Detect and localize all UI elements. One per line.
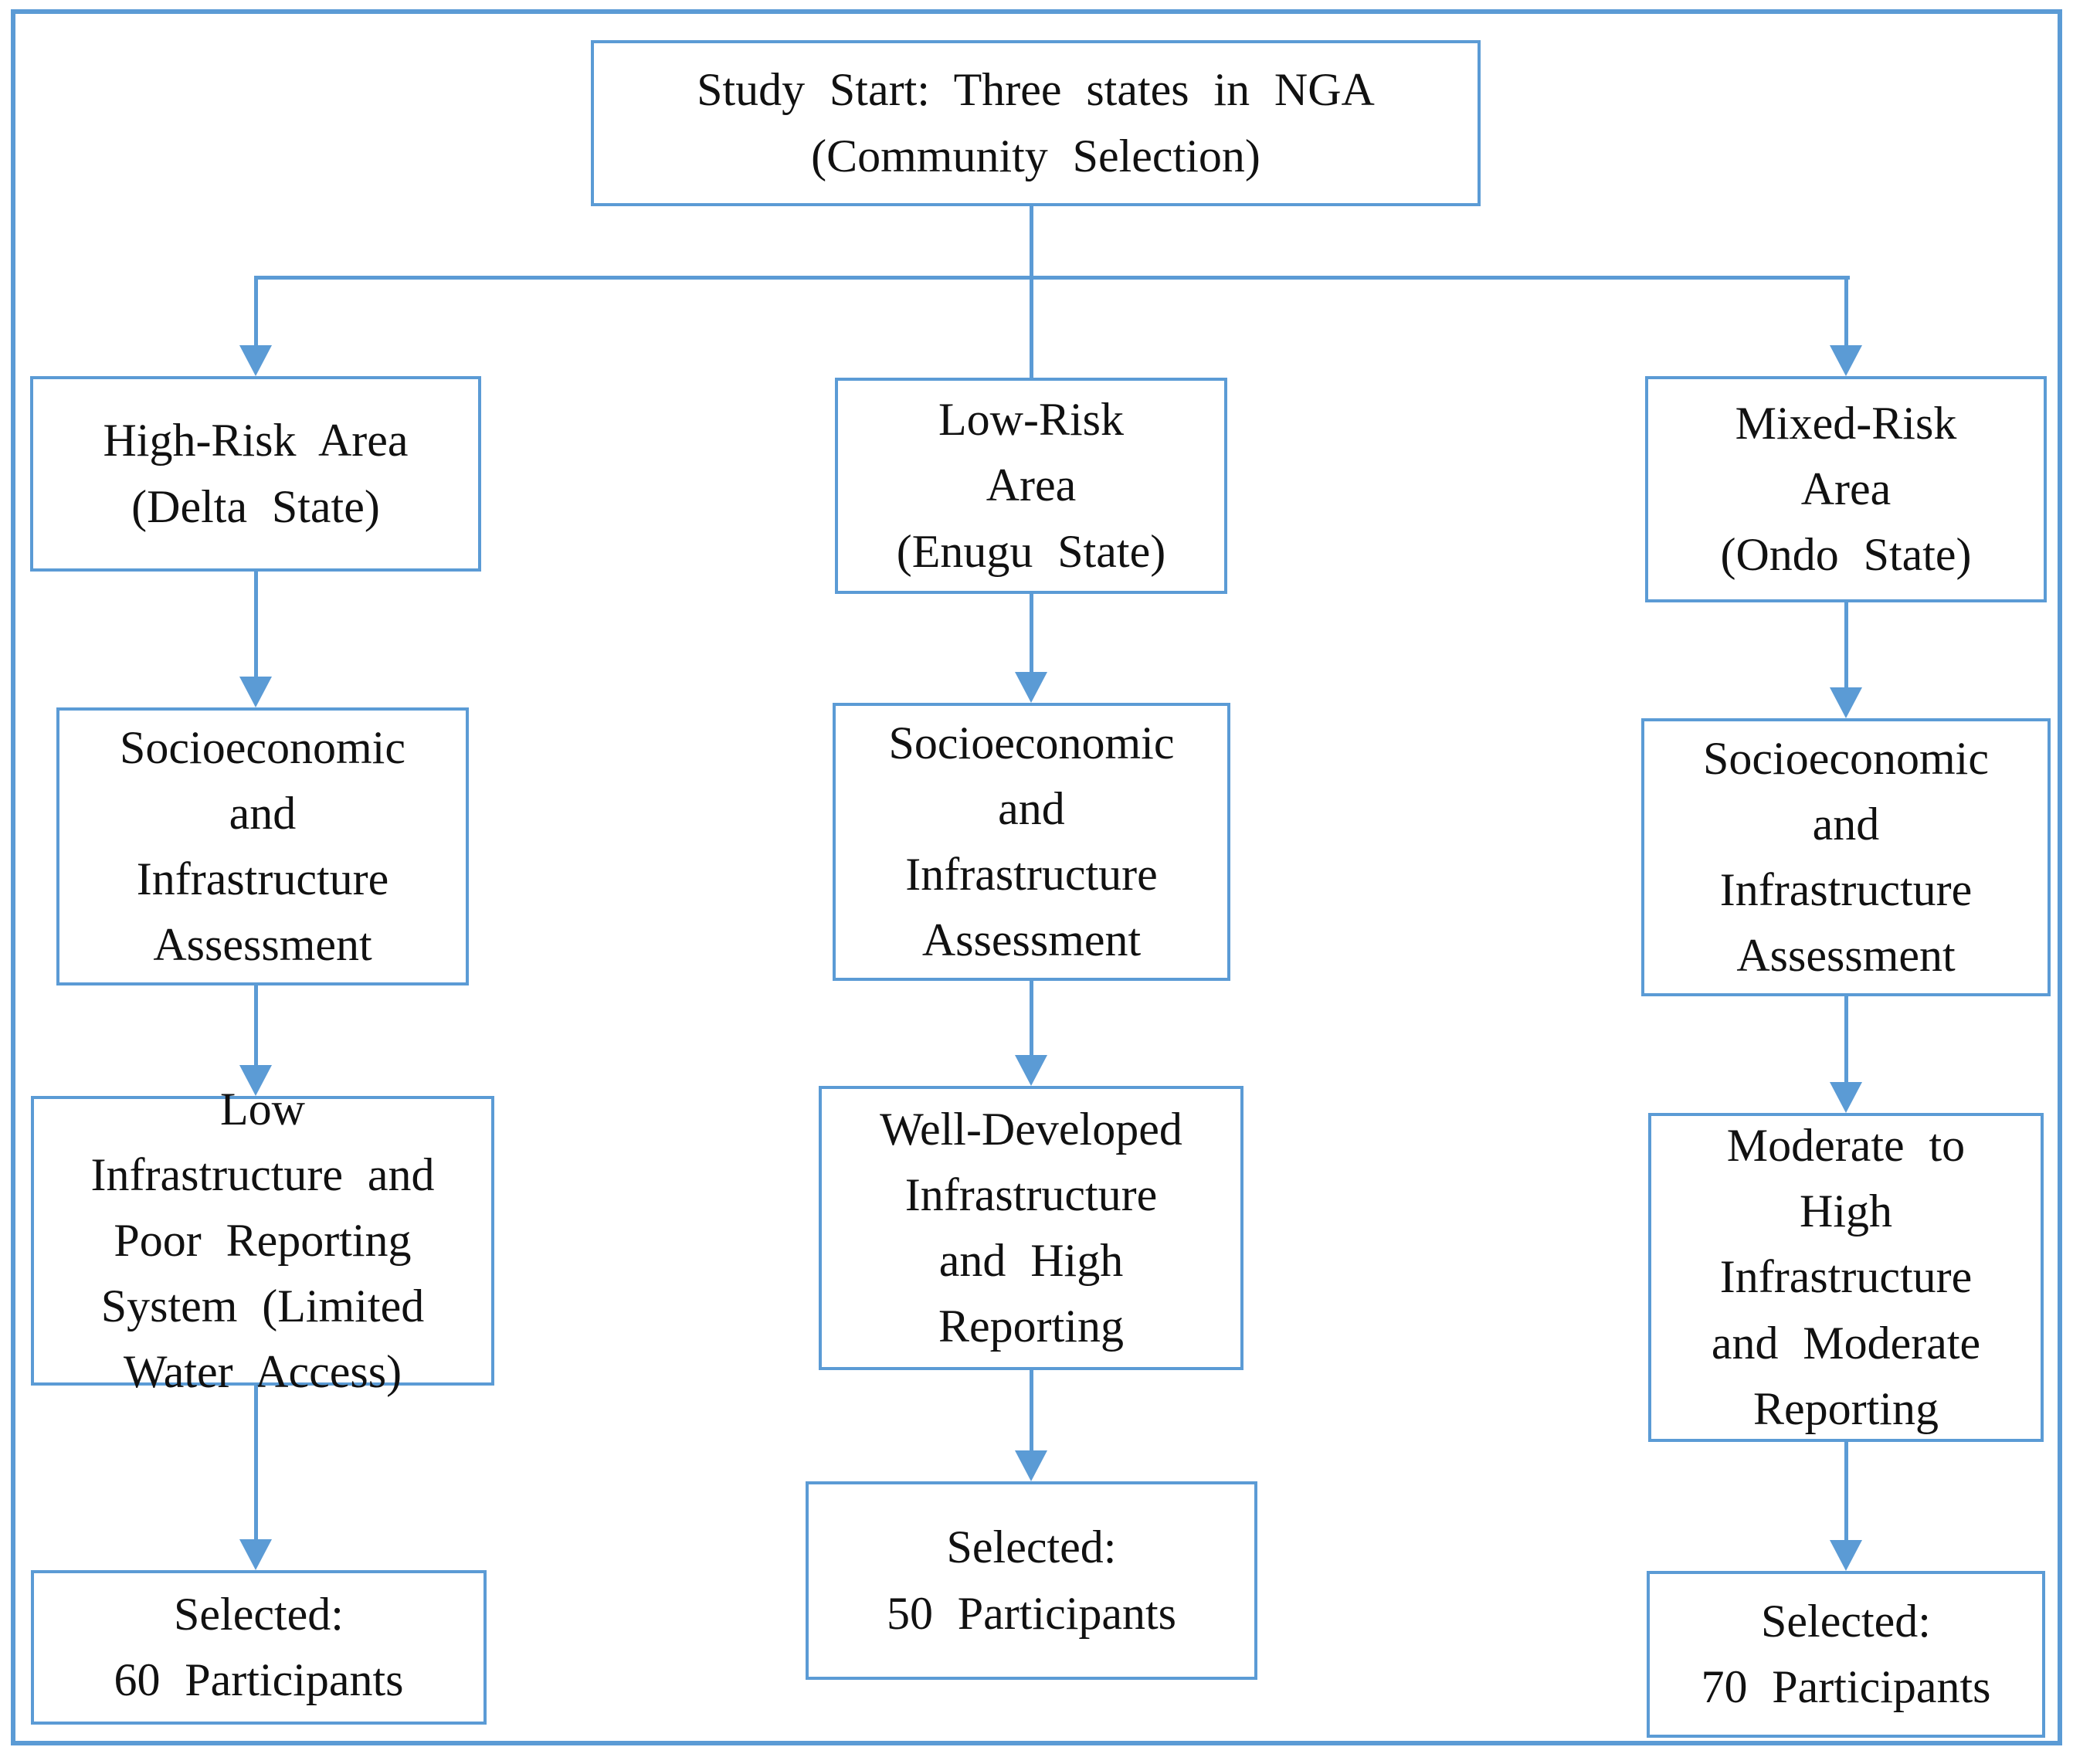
arrow-down-icon [1015, 1055, 1047, 1086]
connector-branch-left [254, 276, 258, 348]
connector-start-vertical [1030, 206, 1033, 278]
connector-ondo-condition-to-selected [1844, 1442, 1848, 1543]
arrow-down-icon [1015, 672, 1047, 703]
connector-branch-middle [1030, 276, 1033, 378]
box-condition-ondo: Moderate to High Infrastructure and Mode… [1648, 1113, 2044, 1442]
box-condition-enugu: Well-Developed Infrastructure and High R… [819, 1086, 1243, 1370]
box-condition-delta: Low Infrastructure and Poor Reporting Sy… [31, 1084, 494, 1397]
arrow-down-icon [1830, 1082, 1862, 1113]
box-mixed-risk-area: Mixed-Risk Area (Ondo State) [1645, 376, 2047, 602]
box-assessment-delta: Socioeconomic and Infrastructure Assessm… [56, 707, 469, 985]
box-low-risk-area: Low-Risk Area (Enugu State) [835, 378, 1227, 594]
box-selected-delta: Selected: 60 Participants [31, 1570, 487, 1725]
connector-ondo-area-to-assessment [1844, 602, 1848, 690]
connector-delta-condition-to-selected [254, 1386, 258, 1542]
connector-ondo-assessment-to-condition [1844, 996, 1848, 1085]
box-selected-enugu: Selected: 50 Participants [806, 1481, 1257, 1680]
arrow-down-icon [239, 677, 272, 707]
arrow-down-icon [239, 345, 272, 376]
arrow-down-icon [239, 1065, 272, 1096]
connector-enugu-condition-to-selected [1030, 1370, 1033, 1454]
connector-enugu-assessment-to-condition [1030, 981, 1033, 1057]
arrow-down-icon [1830, 687, 1862, 718]
arrow-down-icon [239, 1539, 272, 1570]
box-selected-ondo: Selected: 70 Participants [1647, 1571, 2045, 1738]
outer-frame [11, 9, 2062, 1745]
connector-branch-horizontal [254, 276, 1850, 280]
arrow-down-icon [1015, 1450, 1047, 1481]
box-assessment-ondo: Socioeconomic and Infrastructure Assessm… [1641, 718, 2051, 996]
connector-enugu-area-to-assessment [1030, 594, 1033, 675]
box-assessment-enugu: Socioeconomic and Infrastructure Assessm… [833, 703, 1230, 981]
connector-delta-assessment-to-condition [254, 985, 258, 1068]
connector-delta-area-to-assessment [254, 572, 258, 680]
box-high-risk-area: High-Risk Area (Delta State) [30, 376, 481, 572]
box-study-start: Study Start: Three states in NGA (Commun… [591, 40, 1481, 206]
arrow-down-icon [1830, 345, 1862, 376]
arrow-down-icon [1830, 1540, 1862, 1571]
connector-branch-right [1844, 276, 1848, 348]
